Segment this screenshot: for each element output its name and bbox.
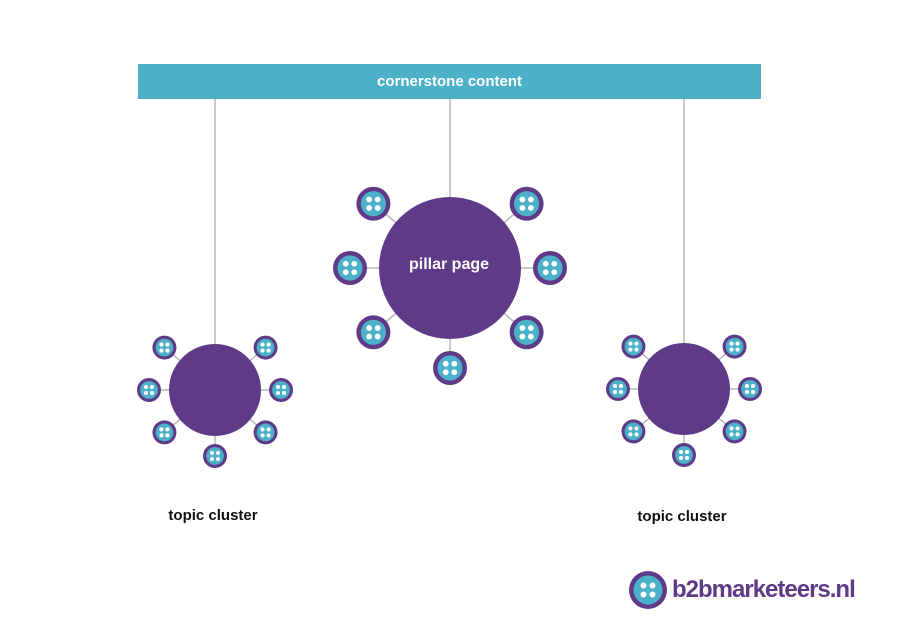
satellite-node-icon — [621, 334, 646, 359]
b2b-logo-mark-icon — [629, 571, 667, 609]
cornerstone-content-banner: cornerstone content — [138, 64, 761, 99]
satellite-node-icon — [621, 419, 646, 444]
hub-circle — [169, 344, 261, 436]
satellite-node-icon — [533, 251, 567, 285]
satellite-node-icon — [253, 420, 278, 445]
satellite-node-icon — [203, 444, 227, 468]
satellite-node-icon — [722, 419, 747, 444]
hub-circle — [638, 343, 730, 435]
satellite-node-icon — [253, 335, 278, 360]
satellite-node-icon — [269, 378, 293, 402]
satellite-node-icon — [356, 315, 391, 350]
topic-cluster-right-label: topic cluster — [637, 508, 727, 525]
logo-text: b2bmarketeers.nl — [672, 576, 856, 603]
satellite-node-icon — [433, 351, 467, 385]
satellite-node-icon — [356, 186, 391, 221]
satellite-node-icon — [137, 378, 161, 402]
satellite-node-icon — [606, 377, 630, 401]
satellite-node-icon — [509, 315, 544, 350]
hub-circle — [379, 197, 521, 339]
satellite-node-icon — [509, 186, 544, 221]
satellite-node-icon — [333, 251, 367, 285]
topic-cluster-left-hub — [137, 335, 293, 468]
pillar-page-label: pillar page — [408, 256, 490, 273]
topic-cluster-left-label: topic cluster — [168, 507, 258, 524]
pillar-page-hub — [333, 186, 567, 385]
satellite-node-icon — [152, 335, 177, 360]
topic-cluster-right-hub — [606, 334, 762, 467]
satellite-node-icon — [672, 443, 696, 467]
satellite-node-icon — [152, 420, 177, 445]
satellite-node-icon — [722, 334, 747, 359]
satellite-node-icon — [738, 377, 762, 401]
